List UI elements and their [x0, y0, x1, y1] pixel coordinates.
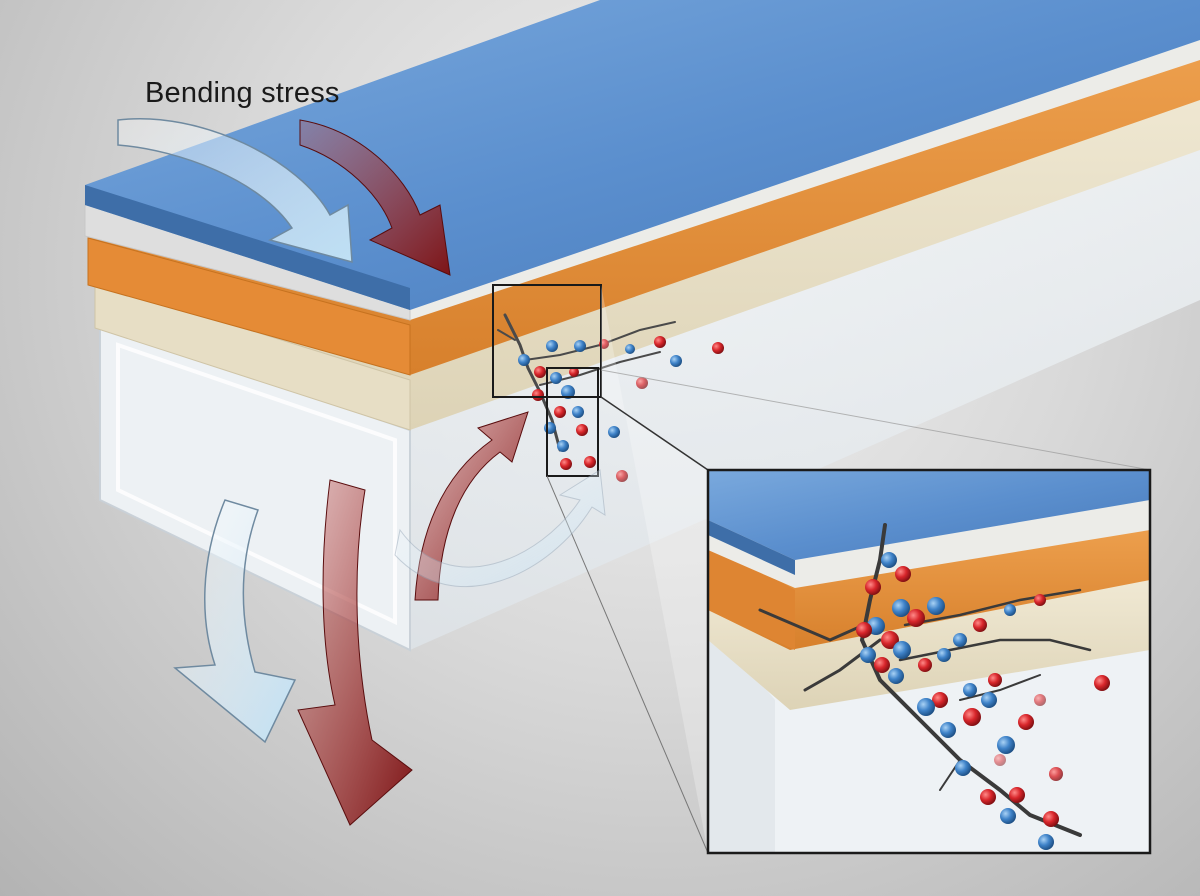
zoom-projection	[546, 285, 1151, 854]
bending-arrow-red-top	[299, 119, 451, 276]
bending-arrow-blue-bottom	[173, 499, 297, 744]
bending-stress-label: Bending stress	[145, 77, 340, 109]
bending-arrow-red-curved	[414, 411, 529, 601]
zoom-highlight-boxes	[492, 284, 602, 477]
ion-cluster-beam	[518, 336, 724, 482]
inset-zoom-view	[706, 468, 1152, 855]
top-blue-layer	[85, 0, 1200, 310]
bending-arrow-red-bottom	[297, 479, 413, 826]
bending-arrow-blue-curved	[394, 469, 606, 588]
ion-cluster-inset	[856, 552, 1110, 850]
bending-arrow-blue-top	[117, 118, 353, 263]
